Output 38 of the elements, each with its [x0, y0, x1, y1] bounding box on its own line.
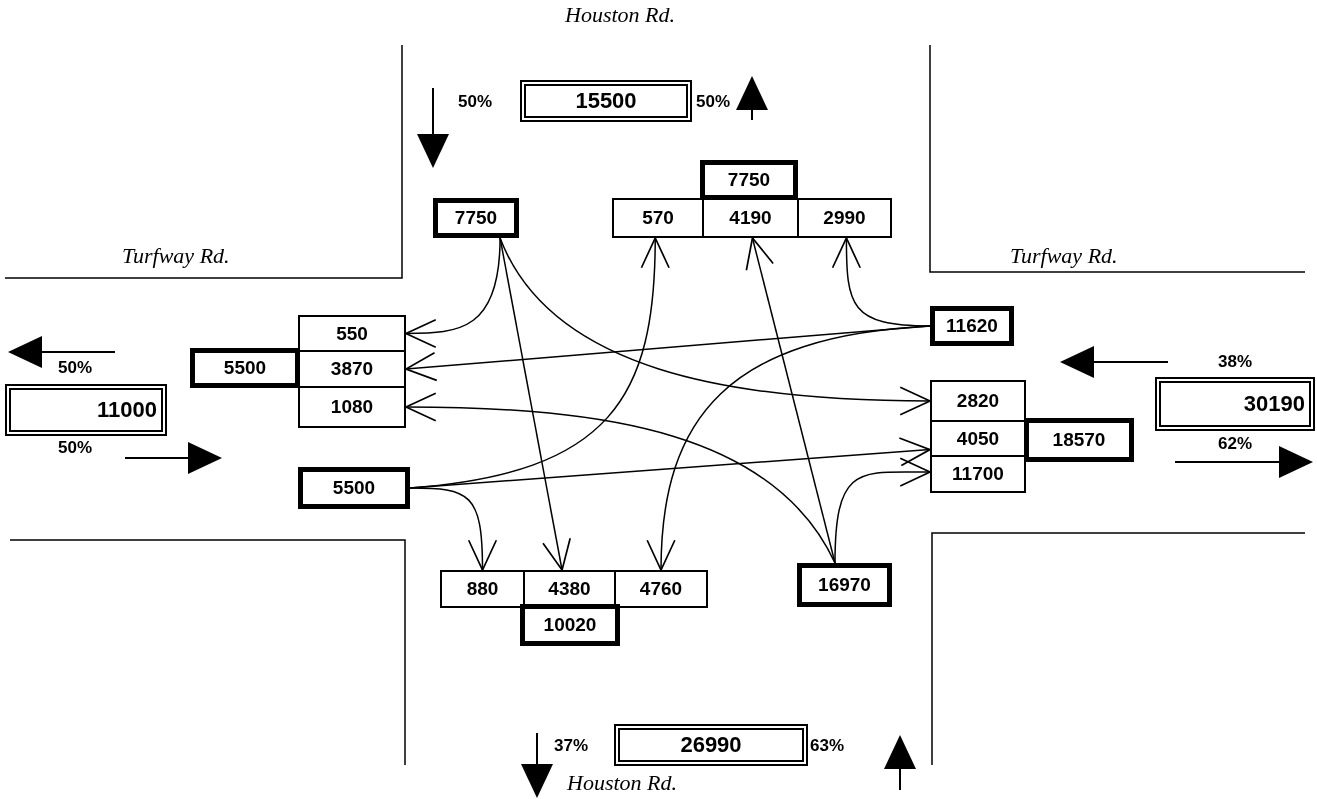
split-percentage: 37%: [554, 736, 589, 756]
traffic-volume-box: 5500: [190, 348, 300, 388]
traffic-volume-box: 18570: [1024, 418, 1134, 462]
turning-movement-arrow: [409, 487, 497, 571]
approach-total-box: 30190: [1155, 377, 1315, 431]
traffic-volume-box: 11620: [930, 306, 1014, 346]
split-percentage: 50%: [458, 92, 493, 112]
traffic-volume-box: 1080: [298, 386, 406, 428]
split-percentage: 62%: [1218, 434, 1253, 454]
traffic-volume-box: 880: [440, 570, 525, 608]
traffic-volume-box: 570: [612, 198, 704, 238]
turning-movement-arrow: [834, 457, 931, 564]
approach-total-box: 15500: [520, 80, 692, 122]
approach-total-box: 26990: [614, 724, 808, 766]
traffic-volume-box: 550: [298, 315, 406, 352]
split-percentage: 63%: [810, 736, 845, 756]
traffic-volume-box: 10020: [520, 604, 620, 646]
traffic-volume-box: 2820: [930, 380, 1026, 422]
split-percentage: 50%: [58, 438, 93, 458]
road-name: Turfway Rd.: [122, 243, 230, 269]
turning-movement-arrow: [647, 325, 931, 571]
split-percentage: 50%: [58, 358, 93, 378]
road-name: Houston Rd.: [567, 770, 677, 796]
road-name: Turfway Rd.: [1010, 243, 1118, 269]
split-percentage: 38%: [1218, 352, 1253, 372]
traffic-volume-box: 7750: [700, 160, 798, 200]
approach-total-box: 11000: [5, 384, 167, 436]
traffic-volume-box: 11700: [930, 455, 1026, 493]
traffic-volume-box: 7750: [433, 198, 519, 238]
turning-movement-arrow: [405, 392, 836, 564]
turning-movement-arrow: [499, 237, 931, 416]
turning-movement-arrow: [405, 237, 501, 348]
traffic-volume-box: 5500: [298, 467, 410, 509]
traffic-volume-box: 2990: [797, 198, 892, 238]
split-percentage: 50%: [696, 92, 731, 112]
road-name: Houston Rd.: [565, 2, 675, 28]
traffic-volume-box: 4760: [614, 570, 708, 608]
traffic-volume-box: 16970: [797, 563, 892, 607]
